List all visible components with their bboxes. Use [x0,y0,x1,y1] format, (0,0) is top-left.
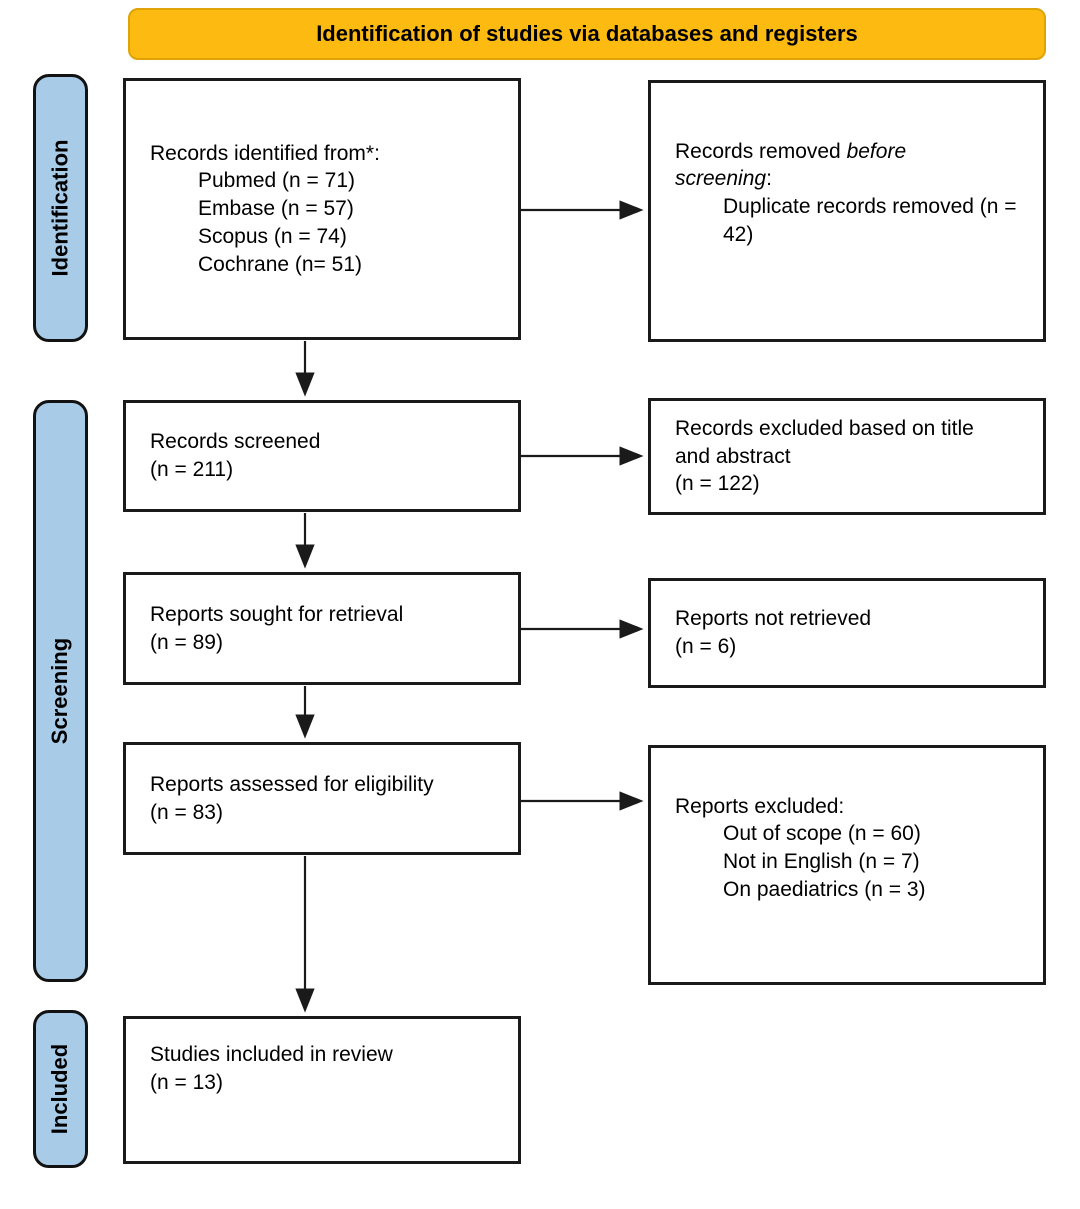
stage-label-identification: Identification [33,74,88,342]
records-identified-source-cochrane: Cochrane (n= 51) [198,252,363,276]
reports-sought-text: Reports sought for retrieval [150,602,404,626]
box-reports-not-retrieved: Reports not retrieved (n = 6) [648,578,1046,688]
records-removed-reason-duplicates: Duplicate records removed (n = 42) [723,195,1017,246]
records-screened-text: Records screened [150,430,321,454]
stage-label-included: Included [33,1010,88,1168]
records-identified-source-embase: Embase (n = 57) [198,197,354,221]
reports-excluded-reason-paediatrics: On paediatrics (n = 3) [723,877,926,901]
reports-not-retrieved-count: (n = 6) [675,635,737,658]
records-identified-title: Records identified from*: [150,141,380,165]
banner: Identification of studies via databases … [128,8,1046,60]
reports-excluded-reason-english: Not in English (n = 7) [723,850,920,873]
records-screened-count: (n = 211) [150,458,234,481]
records-removed-title-suffix: : [766,167,772,191]
records-removed-title-regular: Records removed [675,139,847,163]
box-reports-sought: Reports sought for retrieval (n = 89) [123,572,521,685]
box-records-excluded: Records excluded based on title and abst… [648,398,1046,515]
stage-label-included-text: Included [47,1043,73,1135]
reports-excluded-title: Reports excluded: [675,794,845,818]
records-identified-source-scopus: Scopus (n = 74) [198,224,347,248]
stage-label-screening-text: Screening [47,637,73,745]
studies-included-count: (n = 13) [150,1071,223,1094]
box-records-identified: Records identified from*: Pubmed (n = 71… [123,78,521,340]
records-excluded-text: Records excluded based on title and abst… [675,416,974,468]
banner-title: Identification of studies via databases … [316,21,858,46]
studies-included-text: Studies included in review [150,1043,393,1067]
records-removed-title: Records removed before screening: [675,138,913,193]
records-removed-title-italic: before screening [675,139,907,191]
box-records-screened: Records screened (n = 211) [123,400,521,512]
reports-not-retrieved-text: Reports not retrieved [675,607,872,631]
box-records-removed: Records removed before screening: Duplic… [648,80,1046,342]
reports-assessed-count: (n = 83) [150,800,223,824]
stage-label-identification-text: Identification [47,139,73,277]
box-reports-assessed: Reports assessed for eligibility (n = 83… [123,742,521,855]
records-excluded-count: (n = 122) [675,472,760,496]
reports-sought-count: (n = 89) [150,630,223,654]
box-reports-excluded: Reports excluded: Out of scope (n = 60) … [648,745,1046,985]
stage-label-screening: Screening [33,400,88,982]
reports-excluded-reason-scope: Out of scope (n = 60) [723,822,921,846]
reports-assessed-text: Reports assessed for eligibility [150,772,434,796]
records-identified-source-pubmed: Pubmed (n = 71) [198,169,356,193]
box-studies-included: Studies included in review (n = 13) [123,1016,521,1164]
